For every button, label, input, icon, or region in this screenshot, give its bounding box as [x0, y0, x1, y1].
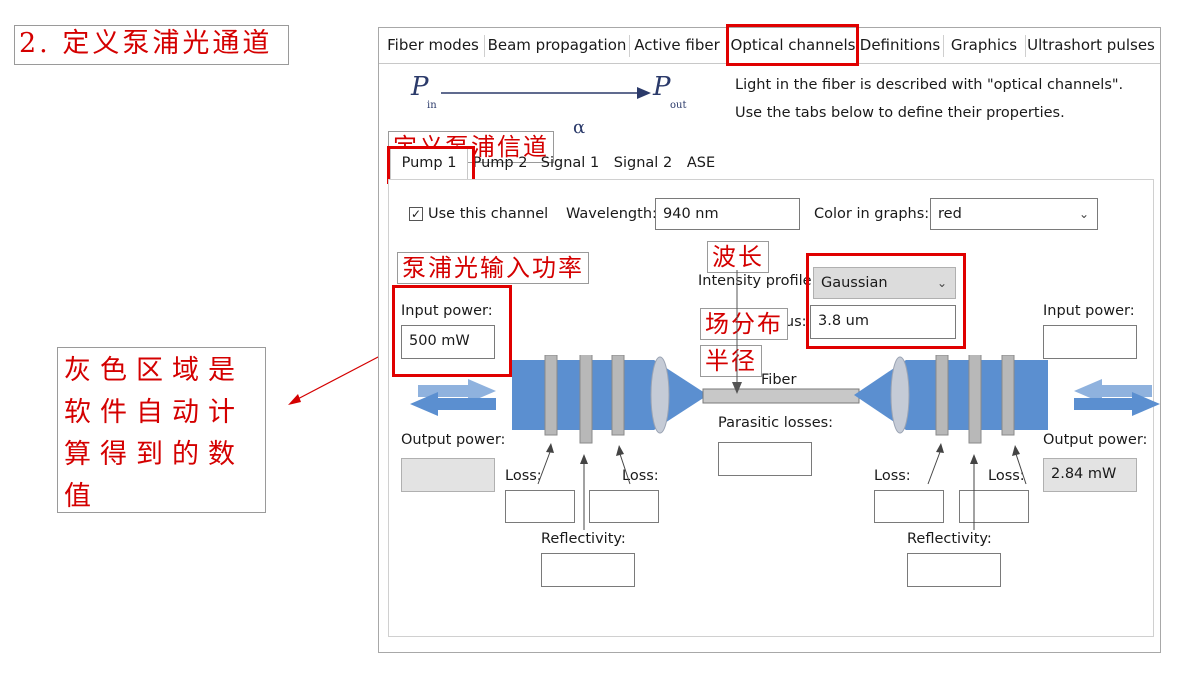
p-in-symbol: P [411, 72, 429, 102]
right-beam-arrows-icon [1074, 379, 1160, 416]
right-lens [890, 356, 910, 434]
right-input-power-label: Input power: [1043, 303, 1135, 319]
right-mirror-2 [968, 355, 982, 444]
propagation-arrow-icon [441, 87, 651, 99]
parasitic-losses-label: Parasitic losses: [718, 415, 834, 431]
note-pointer-arrow [288, 355, 381, 405]
color-select-value: red [938, 206, 962, 222]
left-loss-2-label: Loss: [622, 468, 659, 484]
channel-tab-ase[interactable]: ASE [686, 155, 716, 171]
fiber-label: Fiber [761, 372, 797, 388]
left-mirror-3 [611, 355, 625, 436]
intensity-profile-label: Intensity profile: [698, 273, 817, 289]
profile-radius-highlight [806, 253, 966, 349]
color-select[interactable]: red ⌄ [930, 198, 1098, 230]
left-beam [512, 360, 708, 430]
wavelength-input[interactable]: 940 nm [655, 198, 800, 230]
use-channel-label: Use this channel [428, 206, 549, 222]
channel-tab-signal-2[interactable]: Signal 2 [613, 155, 673, 171]
alpha-symbol: α [573, 117, 586, 138]
right-loss-2-label: Loss: [988, 468, 1025, 484]
channel-tab-signal-1[interactable]: Signal 1 [540, 155, 600, 171]
left-loss-1-input[interactable] [505, 490, 575, 523]
left-beam-arrows-icon [410, 379, 496, 416]
info-line-1: Light in the fiber is described with "op… [735, 77, 1124, 93]
intensity-profile-select[interactable]: Gaussian ⌄ [813, 267, 956, 299]
p-in-subscript: in [427, 100, 437, 111]
channel-tab-pump-2[interactable]: Pump 2 [472, 155, 528, 171]
optical-channels-highlight [726, 24, 859, 66]
left-output-power-label: Output power: [401, 432, 506, 448]
fiber-diagram [410, 355, 1160, 444]
left-lens [650, 356, 670, 434]
right-beam [854, 360, 1048, 430]
p-out-symbol: P [653, 72, 671, 102]
right-reflectivity-label: Reflectivity: [907, 531, 992, 547]
p-out-subscript: out [670, 100, 687, 111]
parasitic-losses-input[interactable] [718, 442, 812, 476]
left-loss-1-label: Loss: [505, 468, 542, 484]
right-loss-2-input[interactable] [959, 490, 1029, 523]
right-output-power-display: 2.84 mW [1043, 458, 1137, 492]
step-title: 2. 定义泵浦光通道 [14, 25, 289, 65]
right-reflectivity-input[interactable] [907, 553, 1001, 587]
left-reflectivity-label: Reflectivity: [541, 531, 626, 547]
tab-ultrashort-pulses[interactable]: Ultrashort pulses [1027, 36, 1155, 54]
mirror-pointer-arrows [537, 443, 1027, 530]
left-mirror-2 [579, 355, 593, 444]
tab-active-fiber[interactable]: Active fiber [634, 36, 720, 54]
chevron-down-icon: ⌄ [1078, 207, 1089, 221]
info-line-2: Use the tabs below to define their prope… [735, 105, 1065, 121]
fiber-rod [702, 388, 860, 404]
right-input-power-input[interactable] [1043, 325, 1137, 359]
use-channel-checkbox[interactable]: ✓ [409, 207, 423, 221]
left-input-power-input[interactable]: 500 mW [401, 325, 495, 359]
left-reflectivity-input[interactable] [541, 553, 635, 587]
channel-tab-pump-1[interactable]: Pump 1 [390, 147, 468, 180]
right-output-power-label: Output power: [1043, 432, 1148, 448]
wavelength-label: Wavelength: [566, 206, 657, 222]
tab-fiber-modes[interactable]: Fiber modes [387, 36, 479, 54]
left-output-power-display [401, 458, 495, 492]
note-gray-area: 灰色区域是软件自动计算得到的数值 [57, 347, 266, 513]
tab-optical-channels[interactable]: Optical channels [729, 28, 857, 64]
right-mirror-3 [1001, 355, 1015, 436]
intensity-profile-value: Gaussian [821, 275, 888, 291]
chevron-down-icon: ⌄ [936, 276, 947, 290]
left-mirror-1 [544, 355, 558, 436]
tab-graphics[interactable]: Graphics [950, 36, 1018, 54]
left-input-power-label: Input power: [401, 303, 493, 319]
right-loss-1-input[interactable] [874, 490, 944, 523]
annotation-pump-input-power: 泵浦光输入功率 [397, 252, 589, 284]
annotation-field-distribution: 场分布 [700, 308, 788, 340]
annotation-radius: 半径 [700, 345, 762, 377]
radius-input[interactable]: 3.8 um [810, 305, 956, 339]
wavelength-pointer [732, 270, 742, 394]
input-power-highlight [392, 285, 512, 377]
tab-beam-propagation[interactable]: Beam propagation [487, 36, 627, 54]
right-mirror-1 [935, 355, 949, 436]
tab-definitions[interactable]: Definitions [859, 36, 941, 54]
annotation-wavelength: 波长 [707, 241, 769, 273]
left-loss-2-input[interactable] [589, 490, 659, 523]
right-loss-1-label: Loss: [874, 468, 911, 484]
color-in-graphs-label: Color in graphs: [814, 206, 930, 222]
